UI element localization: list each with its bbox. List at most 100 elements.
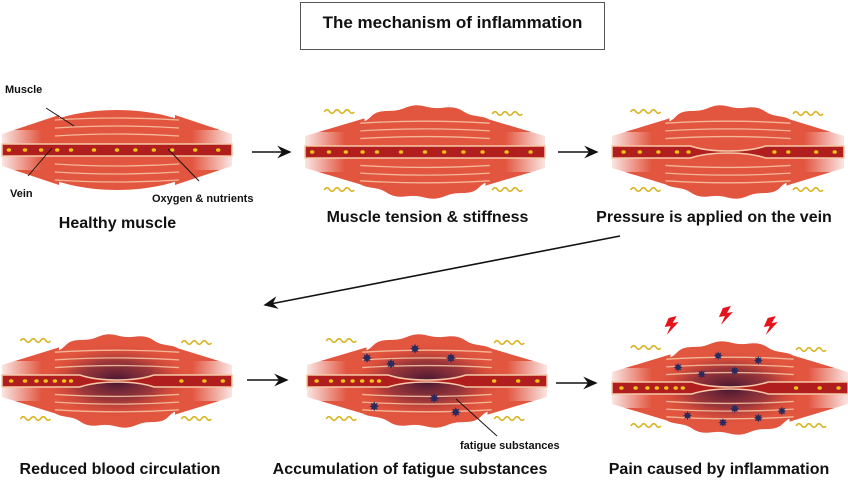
- oxygen-nutrient-particle: [813, 150, 819, 154]
- pain-bolt-icon: [763, 316, 778, 335]
- tension-squiggle-icon: [630, 344, 662, 351]
- tension-squiggle-icon: [180, 339, 213, 346]
- muscle-fiber: [54, 171, 180, 175]
- oxygen-nutrient-particle: [38, 148, 44, 152]
- tension-squiggle-icon: [795, 422, 827, 429]
- muscle-fiber: [360, 135, 490, 140]
- tension-squiggle-icon: [629, 186, 662, 193]
- oxygen-nutrient-particle: [817, 386, 822, 390]
- oxygen-nutrient-particle: [654, 386, 660, 390]
- oxygen-nutrient-particle: [220, 379, 225, 383]
- tension-squiggle-icon: [792, 186, 824, 193]
- muscle-fiber: [362, 401, 492, 405]
- muscle-label: Muscle: [5, 84, 43, 96]
- vein-compressed: [306, 374, 548, 388]
- oxygen-nutrient-particle: [374, 150, 380, 154]
- oxygen-nutrient-particle: [326, 150, 332, 154]
- oxygen-nutrient-particle: [340, 379, 346, 383]
- caption-muscle-tension: Muscle tension & stiffness: [326, 209, 529, 226]
- muscle-fiber: [362, 364, 492, 369]
- diagram-title: The mechanism of inflammation: [322, 13, 583, 32]
- muscle-fiber: [54, 179, 180, 183]
- arrow-3-to-4: [263, 235, 621, 309]
- tension-squiggle-icon: [325, 415, 357, 422]
- fatigue-substance-icon: [446, 353, 456, 363]
- oxygen-nutrient-particle: [68, 148, 74, 152]
- tension-squiggle-icon: [493, 339, 525, 346]
- oxygen-nutrient-particle: [52, 379, 58, 383]
- oxygen-nutrient-particle: [619, 386, 624, 390]
- fatigue-substances-label: fatigue substances: [460, 440, 560, 452]
- oxygen-nutrient-particle: [637, 150, 643, 154]
- oxygen-nutrient-particle: [193, 148, 198, 152]
- vein-label: Vein: [10, 188, 33, 200]
- muscle-fiber: [54, 133, 180, 137]
- oxygen-nutrient-particle: [621, 150, 626, 154]
- fatigue-substance-icon: [362, 353, 372, 363]
- oxygen-nutrient-particle: [772, 150, 777, 154]
- vein-pointer: [27, 147, 53, 177]
- oxygen-nutrient-particle: [793, 386, 799, 390]
- oxygen-nutrient-particle: [91, 148, 97, 152]
- pain-bolt-icon: [664, 316, 679, 335]
- oxygen-nutrient-particle: [55, 148, 60, 152]
- oxygen-nutrient-particle: [216, 148, 221, 152]
- muscle-fiber: [665, 172, 791, 176]
- oxygen-nutrient-particle: [68, 379, 74, 383]
- oxygen-nutrient-particle: [461, 150, 466, 154]
- fatigue-substance-icon: [753, 413, 763, 423]
- caption-reduced-circulation: Reduced blood circulation: [19, 461, 221, 478]
- muscle-illustration-tension: [304, 105, 546, 199]
- tension-squiggle-icon: [629, 108, 662, 115]
- tension-squiggle-icon: [491, 186, 523, 193]
- muscle-illustration-healthy: [1, 110, 233, 190]
- oxygen-nutrients-label: Oxygen & nutrients: [152, 193, 254, 205]
- pain-bolt-icon: [718, 306, 733, 325]
- oxygen-nutrient-particle: [9, 379, 14, 383]
- muscle-fiber: [362, 393, 492, 398]
- muscle-fiber: [362, 349, 492, 353]
- tension-squiggle-icon: [493, 415, 525, 422]
- muscle-fiber: [666, 356, 794, 360]
- oxygen-nutrient-particle: [328, 379, 334, 383]
- tension-squiggle-icon: [323, 108, 355, 115]
- tension-squiggle-icon: [19, 415, 52, 422]
- title-box: The mechanism of inflammation: [300, 2, 605, 50]
- oxygen-nutrient-particle: [360, 379, 365, 383]
- tension-squiggle-icon: [325, 337, 357, 344]
- muscle-fiber: [54, 125, 180, 129]
- muscle-fiber: [54, 117, 180, 121]
- oxygen-nutrient-particle: [151, 148, 156, 152]
- muscle-fiber: [362, 357, 492, 361]
- oxygen-nutrient-particle: [645, 386, 650, 390]
- fatigue-substance-icon: [386, 358, 396, 369]
- caption-healthy-muscle: Healthy muscle: [58, 215, 177, 232]
- oxygen-nutrient-particle: [480, 150, 485, 154]
- oxygen-nutrient-particle: [832, 150, 837, 154]
- muscle-illustration-accumulation: [306, 334, 548, 428]
- oxygen-nutrient-particle: [114, 148, 120, 152]
- oxygen-nutrient-particle: [442, 150, 447, 154]
- oxygen-nutrient-particle: [656, 150, 661, 154]
- muscle-illustration-pain: [611, 306, 848, 435]
- muscle-fiber: [360, 172, 490, 176]
- oxygen-nutrient-particle: [528, 150, 533, 154]
- muscle-fiber: [665, 128, 791, 132]
- fatigue-substance-icon: [683, 411, 692, 421]
- oxygen-nutrient-particle: [179, 379, 184, 383]
- muscle-fiber: [665, 180, 791, 184]
- fatigue-substance-icon: [697, 369, 707, 379]
- oxygen-nutrient-particle: [664, 386, 669, 390]
- tension-squiggle-icon: [323, 186, 355, 193]
- oxygen-nutrient-particle: [674, 150, 680, 154]
- muscle-fiber: [362, 409, 492, 413]
- fatigue-substance-icon: [718, 418, 728, 428]
- oxygen-nutrient-particle: [310, 150, 315, 154]
- muscle-fiber: [54, 409, 180, 413]
- muscle-fiber: [666, 400, 794, 405]
- tension-squiggle-icon: [19, 337, 52, 344]
- oxygen-nutrient-particle: [6, 148, 12, 152]
- fatigue-substance-icon: [429, 393, 440, 404]
- muscle-fiber: [665, 135, 791, 140]
